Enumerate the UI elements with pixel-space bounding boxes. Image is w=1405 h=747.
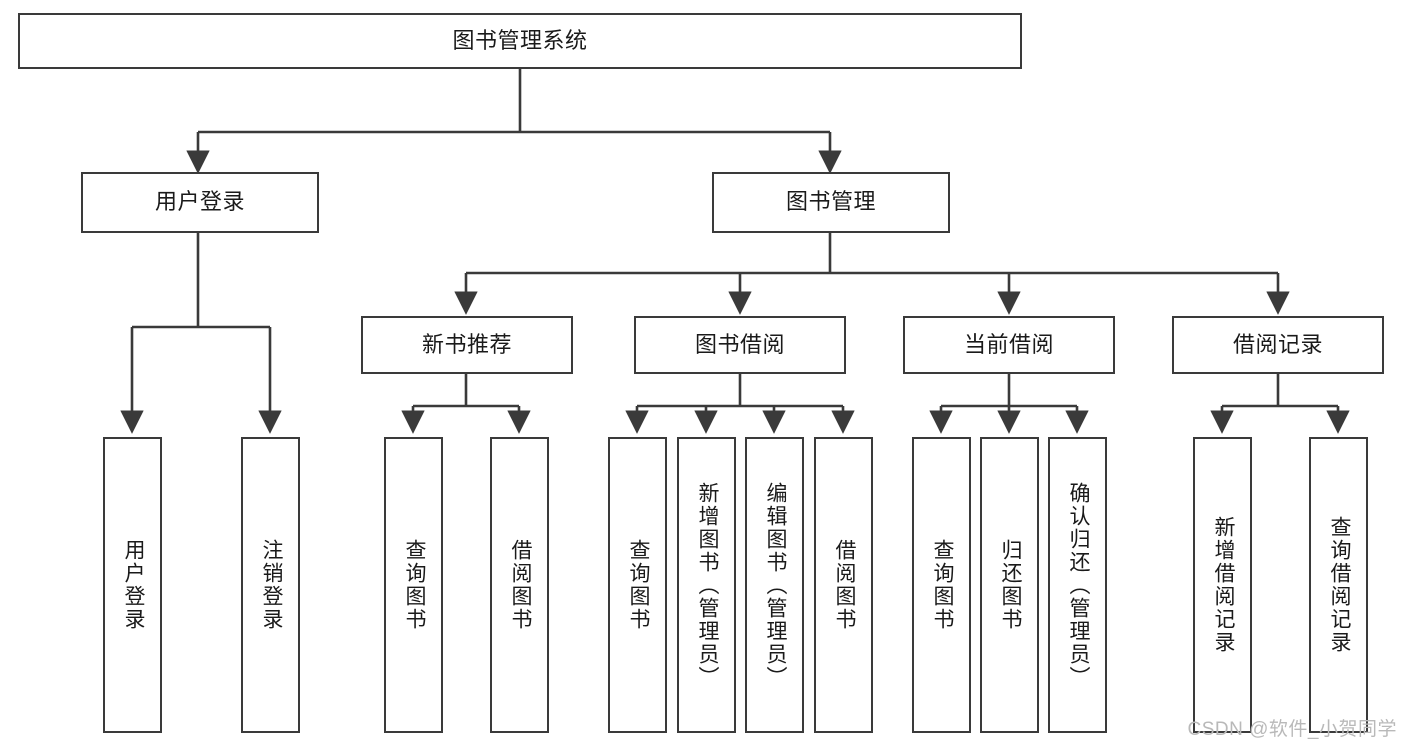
leaf-borrow-query[interactable]: 查询图书 — [608, 437, 667, 733]
node-user-login[interactable]: 用户登录 — [81, 172, 319, 233]
leaf-newbook-query-label: 查询图书 — [402, 539, 426, 631]
leaf-current-return[interactable]: 归还图书 — [980, 437, 1039, 733]
watermark: CSDN @软件_小贺同学 — [1187, 719, 1397, 740]
node-new-book-recommend[interactable]: 新书推荐 — [361, 316, 573, 374]
node-book-management[interactable]: 图书管理 — [712, 172, 950, 233]
leaf-newbook-borrow[interactable]: 借阅图书 — [490, 437, 549, 733]
node-book-management-label: 图书管理 — [785, 189, 876, 215]
leaf-borrow-add-book[interactable]: 新增图书（管理员） — [677, 437, 736, 733]
leaf-borrow-borrow-book-label: 借阅图书 — [832, 539, 856, 631]
node-user-login-label: 用户登录 — [154, 189, 245, 215]
leaf-newbook-borrow-label: 借阅图书 — [508, 539, 532, 631]
node-current-borrow[interactable]: 当前借阅 — [903, 316, 1115, 374]
node-root[interactable]: 图书管理系统 — [18, 13, 1022, 69]
leaf-user-login-signin-label: 用户登录 — [121, 539, 145, 631]
node-book-borrow-label: 图书借阅 — [694, 331, 785, 357]
leaf-records-query[interactable]: 查询借阅记录 — [1309, 437, 1368, 733]
leaf-user-login-signout-label: 注销登录 — [259, 539, 283, 631]
node-book-borrow[interactable]: 图书借阅 — [634, 316, 846, 374]
leaf-borrow-edit-book-label: 编辑图书（管理员） — [763, 481, 787, 689]
leaf-records-query-label: 查询借阅记录 — [1327, 516, 1351, 654]
leaf-borrow-query-label: 查询图书 — [626, 539, 650, 631]
leaf-borrow-borrow-book[interactable]: 借阅图书 — [814, 437, 873, 733]
leaf-user-login-signout[interactable]: 注销登录 — [241, 437, 300, 733]
leaf-user-login-signin[interactable]: 用户登录 — [103, 437, 162, 733]
leaf-current-query[interactable]: 查询图书 — [912, 437, 971, 733]
leaf-current-return-label: 归还图书 — [998, 539, 1022, 631]
leaf-current-confirm-return[interactable]: 确认归还（管理员） — [1048, 437, 1107, 733]
leaf-records-add[interactable]: 新增借阅记录 — [1193, 437, 1252, 733]
node-borrow-records[interactable]: 借阅记录 — [1172, 316, 1384, 374]
leaf-newbook-query[interactable]: 查询图书 — [384, 437, 443, 733]
leaf-current-confirm-return-label: 确认归还（管理员） — [1066, 481, 1090, 689]
leaf-borrow-add-book-label: 新增图书（管理员） — [695, 481, 719, 689]
node-root-label: 图书管理系统 — [452, 27, 588, 53]
node-new-book-recommend-label: 新书推荐 — [421, 331, 512, 357]
leaf-records-add-label: 新增借阅记录 — [1211, 516, 1235, 654]
leaf-borrow-edit-book[interactable]: 编辑图书（管理员） — [745, 437, 804, 733]
leaf-current-query-label: 查询图书 — [930, 539, 954, 631]
node-current-borrow-label: 当前借阅 — [963, 331, 1054, 357]
node-borrow-records-label: 借阅记录 — [1232, 331, 1323, 357]
